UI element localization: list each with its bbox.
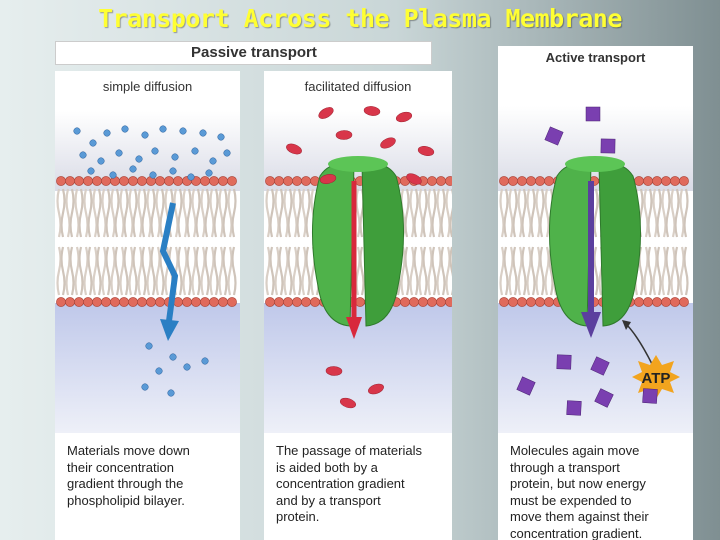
caption-facilitated-diffusion: The passage of materials is aided both b… — [276, 443, 422, 526]
lipid-bilayer — [56, 176, 236, 306]
caption-active-transport: Molecules again move through a transport… — [510, 443, 649, 540]
purple-molecule — [601, 139, 615, 153]
blue-molecule — [98, 158, 105, 165]
blue-molecule — [116, 150, 123, 157]
blue-molecule — [110, 172, 117, 179]
blue-molecule — [146, 343, 153, 350]
blue-molecule — [170, 354, 177, 361]
blue-molecule — [150, 172, 157, 179]
blue-molecule — [206, 170, 213, 177]
blue-molecule — [160, 126, 167, 133]
purple-molecule — [557, 355, 571, 369]
passive-transport-header: Passive transport — [55, 41, 432, 65]
blue-molecule — [218, 134, 225, 141]
blue-molecule — [156, 368, 163, 375]
blue-molecule — [80, 152, 87, 159]
blue-molecule — [168, 390, 175, 397]
blue-molecule — [184, 364, 191, 371]
blue-molecule — [202, 358, 209, 365]
blue-molecule — [180, 128, 187, 135]
panel-facilitated-diffusion: facilitated diffusion The passage of mat… — [264, 71, 452, 540]
blue-molecule — [210, 158, 217, 165]
blue-molecule — [170, 168, 177, 175]
blue-molecule — [130, 166, 137, 173]
purple-molecule — [567, 401, 582, 416]
blue-molecule — [172, 154, 179, 161]
blue-molecule — [152, 148, 159, 155]
atp-label: ATP — [642, 370, 671, 387]
blue-molecule — [74, 128, 81, 135]
panel-active-transport: Active transport ATP Molecules again mov… — [498, 46, 693, 540]
blue-molecule — [104, 130, 111, 137]
intracellular-region — [55, 303, 240, 433]
lipid-bilayer — [265, 176, 452, 306]
slide-title: Transport Across the Plasma Membrane — [0, 4, 720, 33]
blue-molecule — [188, 174, 195, 181]
blue-molecule — [136, 156, 143, 163]
blue-molecule — [90, 140, 97, 147]
blue-molecule — [192, 148, 199, 155]
blue-molecule — [200, 130, 207, 137]
blue-molecule — [142, 132, 149, 139]
blue-molecule — [142, 384, 149, 391]
purple-molecule — [586, 107, 600, 121]
blue-molecule — [122, 126, 129, 133]
passive-transport-label: Passive transport — [191, 44, 317, 61]
blue-molecule — [224, 150, 231, 157]
purple-molecule — [643, 389, 658, 404]
panel-simple-diffusion: simple diffusion Materials move down the… — [55, 71, 240, 540]
caption-simple-diffusion: Materials move down their concentration … — [67, 443, 190, 509]
blue-molecule — [88, 168, 95, 175]
